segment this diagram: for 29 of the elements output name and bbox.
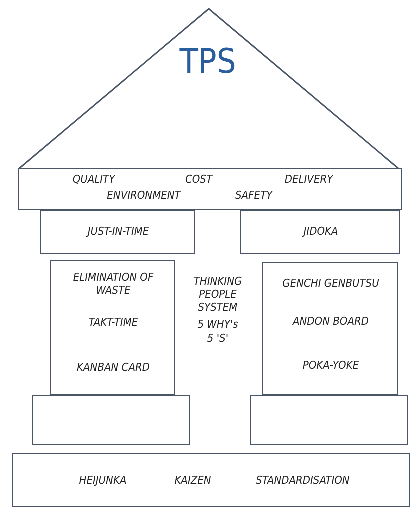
pillar-text: DELIVERY	[284, 173, 335, 186]
base-box	[250, 395, 408, 445]
label-text: 5 WHY's	[196, 318, 240, 331]
pillar-text: ANDON BOARD	[292, 315, 370, 328]
pillar-box	[50, 260, 175, 395]
pillar-text: SAFETY	[234, 189, 274, 202]
pillar-text: KANBAN CARD	[76, 361, 151, 374]
label-text: 5 'S'	[206, 332, 230, 345]
pillar-text: GENCHI GENBUTSU	[282, 277, 380, 290]
pillar-text: ELIMINATION OF WASTE	[72, 271, 155, 297]
pillar-text: JUST-IN-TIME	[85, 225, 150, 238]
pillar-text: POKA-YOKE	[302, 359, 360, 372]
base-box	[32, 395, 190, 445]
pillar-text: STANDARDISATION	[255, 474, 351, 487]
roof-triangle	[18, 8, 400, 170]
pillar-text: JIDOKA	[301, 225, 340, 238]
pillar-top-box	[40, 210, 195, 254]
label-text: THINKING PEOPLE SYSTEM	[192, 275, 244, 314]
pillar-text: TAKT-TIME	[88, 316, 140, 329]
pillar-text: QUALITY	[72, 173, 117, 186]
pillar-text: KAIZEN	[174, 474, 212, 487]
pillar-text: HEIJUNKA	[78, 474, 128, 487]
pillar-top-box	[240, 210, 400, 254]
foundation-box	[12, 453, 410, 507]
pillar-text: ENVIRONMENT	[106, 189, 182, 202]
title-text: TPS	[178, 43, 238, 81]
pillar-box	[262, 262, 398, 395]
beam-box	[18, 168, 402, 210]
pillar-text: COST	[184, 173, 214, 186]
